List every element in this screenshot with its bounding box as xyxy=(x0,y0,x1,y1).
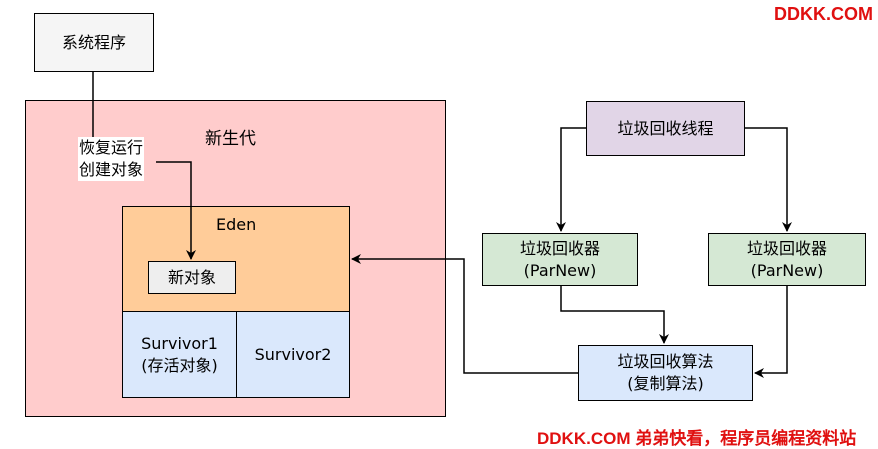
survivor2-line1: Survivor2 xyxy=(254,344,332,364)
collector-right-box: 垃圾回收器 (ParNew) xyxy=(708,233,866,286)
edge-label-resume: 恢复运行 创建对象 xyxy=(78,137,145,181)
survivor1-line2: (存活对象) xyxy=(141,355,218,375)
arrow-thread-to-collector-left xyxy=(556,127,586,232)
collector-left-line1: 垃圾回收器 xyxy=(519,238,600,258)
edge-label-line2: 创建对象 xyxy=(79,160,144,179)
arrow-thread-to-collector-right xyxy=(745,127,792,232)
watermark-top: DDKK.COM xyxy=(774,4,873,24)
survivor1-box: Survivor1 (存活对象) xyxy=(122,311,237,398)
new-object-box: 新对象 xyxy=(148,261,236,294)
collector-right-line2: (ParNew) xyxy=(750,260,824,280)
survivor2-box: Survivor2 xyxy=(236,311,350,398)
arrow-collector-left-to-algorithm xyxy=(560,286,669,344)
survivor1-line1: Survivor1 xyxy=(141,333,218,353)
gc-thread-label: 垃圾回收线程 xyxy=(617,118,714,138)
young-generation-title: 新生代 xyxy=(205,129,256,149)
gc-algorithm-line2: (复制算法) xyxy=(627,374,704,393)
system-program-box: 系统程序 xyxy=(34,13,154,72)
edge-label-line1: 恢复运行 xyxy=(79,138,144,157)
collector-right-line1: 垃圾回收器 xyxy=(746,238,827,258)
gc-algorithm-box: 垃圾回收算法 (复制算法) xyxy=(578,345,753,401)
gc-algorithm-line1: 垃圾回收算法 xyxy=(617,352,714,371)
eden-title: Eden xyxy=(216,215,257,234)
arrow-collector-right-to-algorithm xyxy=(754,286,788,378)
new-object-label: 新对象 xyxy=(167,267,216,287)
system-program-label: 系统程序 xyxy=(61,32,126,52)
watermark-bottom: DDKK.COM 弟弟快看，程序员编程资料站 xyxy=(537,429,857,448)
collector-left-box: 垃圾回收器 (ParNew) xyxy=(482,233,638,286)
gc-thread-box: 垃圾回收线程 xyxy=(586,101,745,156)
collector-left-line2: (ParNew) xyxy=(523,260,597,280)
